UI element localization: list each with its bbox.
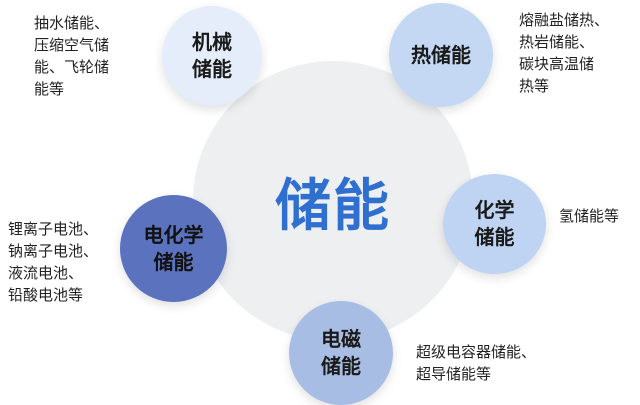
node-mechanical-storage: 机械 储能 bbox=[162, 6, 262, 106]
center-label: 储能 bbox=[275, 173, 391, 239]
node-electrochemical-storage: 电化学 储能 bbox=[120, 195, 227, 302]
node-electromagnetic-storage: 电磁 储能 bbox=[289, 301, 393, 405]
center-circle: 储能 bbox=[193, 61, 473, 341]
desc-electromagnetic-storage: 超级电容器储能、 超导储能等 bbox=[416, 343, 537, 383]
desc-thermal-storage: 熔融盐储热、 热岩储能、 碳块高温储 热等 bbox=[519, 11, 610, 95]
desc-chemical-storage: 氢储能等 bbox=[559, 207, 620, 225]
node-chemical-storage: 化学 储能 bbox=[443, 174, 546, 274]
node-thermal-storage: 热储能 bbox=[389, 3, 493, 107]
desc-mechanical-storage: 抽水储能、 压缩空气储 能、飞轮储 能等 bbox=[34, 14, 110, 98]
desc-electrochemical-storage: 锂离子电池、 钠离子电池、 液流电池、 铅酸电池等 bbox=[8, 220, 99, 304]
